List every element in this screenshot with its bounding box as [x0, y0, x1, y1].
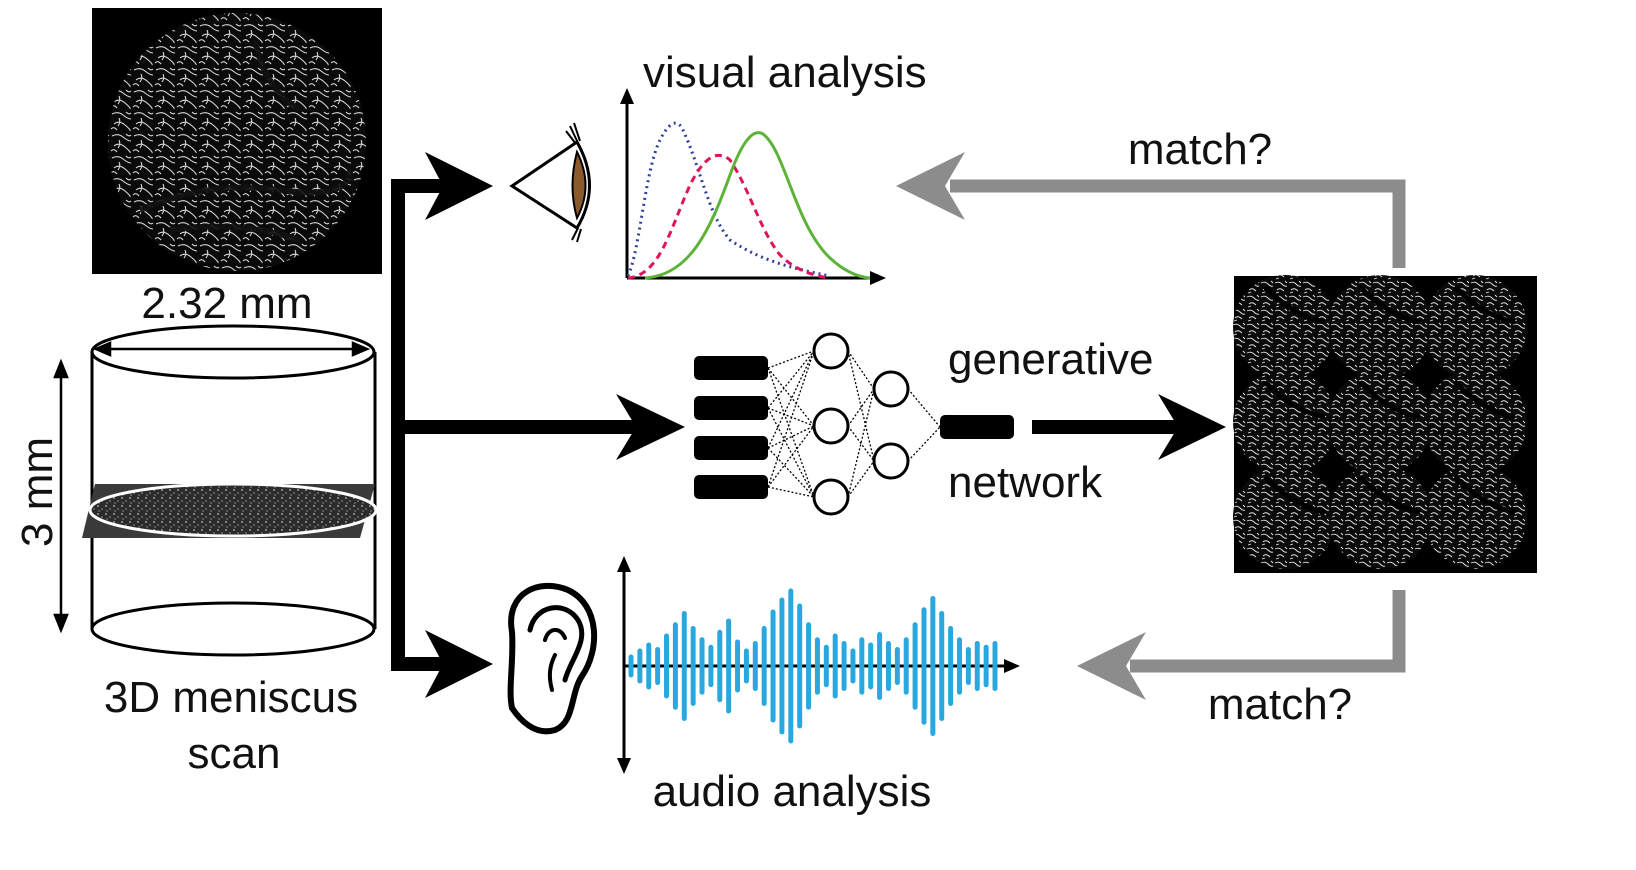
ear-icon [507, 582, 598, 735]
height-dimension [53, 358, 69, 634]
generative-label: generative [948, 335, 1153, 384]
arrow-to-audio [425, 630, 493, 698]
arrow-to-visual [425, 152, 493, 220]
height-label: 3 mm [13, 437, 62, 547]
curve-green [644, 131, 871, 280]
feedback-arrow-top [896, 152, 1406, 268]
diameter-label: 2.32 mm [141, 279, 312, 328]
generated-images-grid [1233, 275, 1537, 573]
generated-image-tile [1423, 275, 1527, 379]
generated-image-tile [1423, 370, 1527, 474]
audio-waveform [628, 588, 998, 744]
generated-image-tile [1328, 465, 1432, 569]
generated-image-tile [1233, 370, 1337, 474]
diameter-dimension [92, 341, 371, 357]
audio-analysis-title: audio analysis [653, 767, 932, 816]
network-label: network [948, 458, 1103, 507]
generated-image-tile [1233, 465, 1337, 569]
meniscus-cylinder [90, 324, 377, 657]
curve-red [627, 153, 829, 280]
generated-image-tile [1423, 465, 1527, 569]
match-label-bottom: match? [1208, 680, 1352, 729]
distribution-plot [620, 88, 886, 285]
generated-image-tile [1233, 275, 1337, 379]
eye-icon [509, 122, 591, 243]
scan-label-line1: 3D meniscus [104, 673, 358, 722]
generated-image-tile [1328, 275, 1432, 379]
neural-network-icon [694, 332, 1014, 516]
curve-blue [626, 121, 831, 278]
feedback-arrow-bottom [1077, 590, 1406, 700]
visual-analysis-title: visual analysis [643, 48, 927, 97]
match-label-top: match? [1128, 125, 1272, 174]
arrow-to-network [616, 394, 685, 460]
slice-plane [82, 482, 378, 538]
branch-arrows [391, 179, 640, 671]
generated-image-tile [1328, 370, 1432, 474]
microscopy-image [92, 8, 382, 274]
scan-label-line2: scan [188, 729, 281, 778]
arrow-to-generated [1158, 394, 1226, 460]
